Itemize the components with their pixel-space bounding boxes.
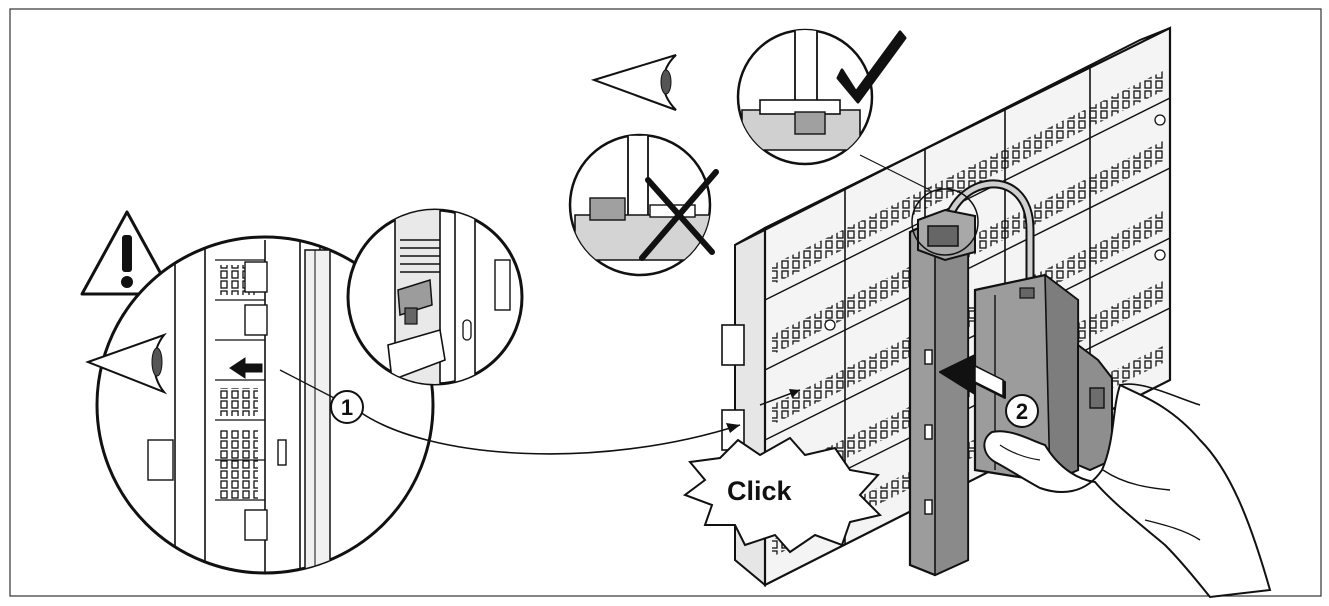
figure-border bbox=[9, 8, 1322, 597]
click-burst: Click bbox=[682, 436, 882, 554]
check-mark-icon bbox=[836, 30, 907, 104]
latch-detail-circle bbox=[346, 208, 524, 386]
incorrect-detail bbox=[568, 133, 719, 277]
connector-detail-ring bbox=[911, 188, 979, 256]
rail-detail-circle bbox=[95, 235, 435, 575]
callout-2: 2 bbox=[1005, 394, 1039, 428]
push-arrow bbox=[939, 354, 1006, 399]
correct-detail bbox=[736, 28, 907, 166]
x-mark-icon bbox=[639, 169, 719, 261]
callout-2-number: 2 bbox=[1016, 399, 1028, 424]
slide-arrow bbox=[229, 357, 263, 379]
warning-triangle-icon bbox=[80, 210, 174, 296]
hand bbox=[983, 383, 1272, 599]
slot-pointer bbox=[759, 389, 801, 406]
click-label: Click bbox=[727, 476, 793, 506]
eye-icon bbox=[85, 332, 168, 395]
callout-1: 1 bbox=[279, 369, 741, 455]
callout-1-number: 1 bbox=[341, 395, 353, 420]
eye-icon bbox=[590, 54, 677, 111]
